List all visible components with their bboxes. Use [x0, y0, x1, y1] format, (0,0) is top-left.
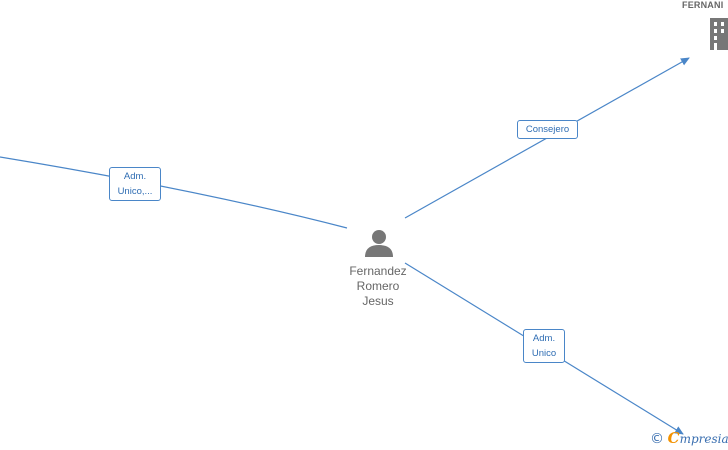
person-name-line-2: Romero — [356, 279, 400, 293]
person-name[interactable]: Fernandez Romero Jesus — [336, 264, 420, 309]
edge-label-bottom-right[interactable]: Adm. Unico — [523, 329, 565, 363]
copyright-symbol: © — [650, 431, 664, 447]
edge-label-left-line-1: Adm. — [123, 171, 147, 182]
person-name-line-3: Jesus — [362, 294, 394, 308]
brand-name: mpresia — [679, 432, 728, 446]
brand-initial: C — [667, 429, 680, 447]
company-label[interactable]: FERNANI — [682, 0, 724, 10]
edge-line-left — [0, 156, 348, 229]
edge-label-bottom-right-line-2: Unico — [531, 348, 557, 359]
edge-label-top-right-line-1: Consejero — [525, 124, 570, 135]
person-name-line-1: Fernandez — [349, 264, 407, 278]
building-icon[interactable] — [708, 18, 728, 50]
empresia-watermark: © Cmpresia — [650, 429, 728, 447]
person-icon[interactable] — [364, 229, 394, 257]
edge-label-left[interactable]: Adm. Unico,... — [109, 167, 161, 201]
edge-label-top-right[interactable]: Consejero — [517, 120, 578, 139]
edge-label-left-line-2: Unico,... — [117, 186, 153, 197]
edge-label-bottom-right-line-1: Adm. — [532, 333, 556, 344]
